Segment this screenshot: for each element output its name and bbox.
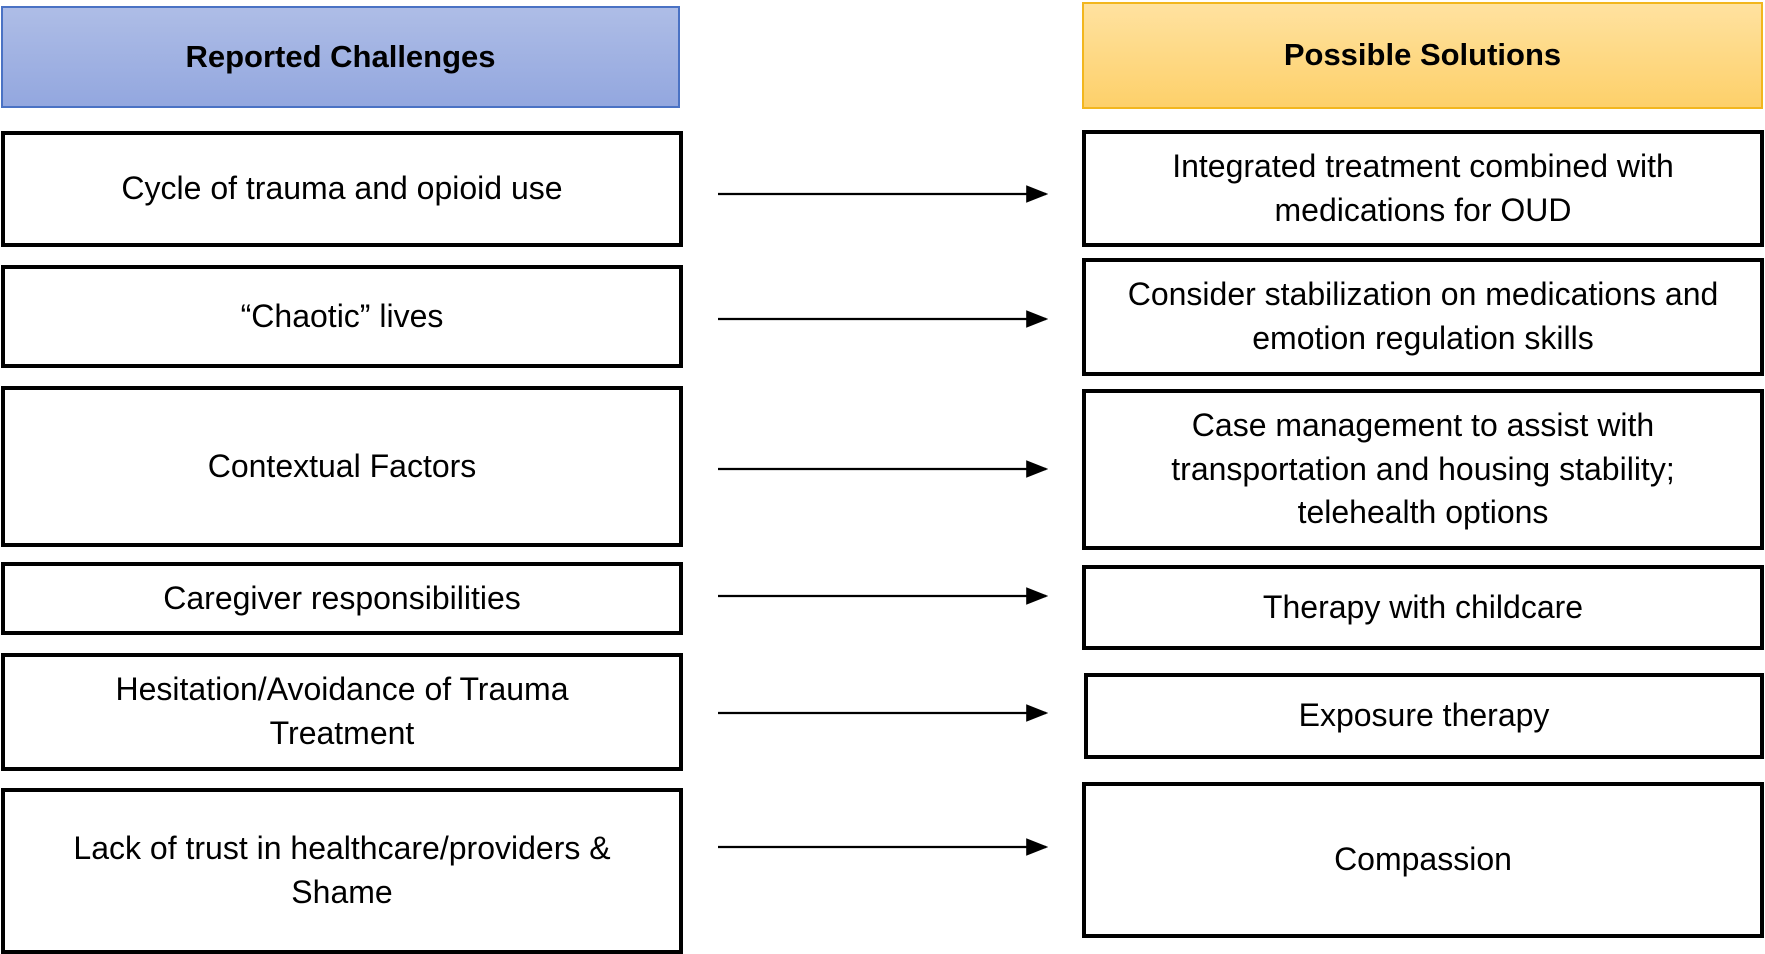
solution-box-1: Integrated treatment combined with medic…	[1082, 130, 1764, 247]
solution-label-6: Compassion	[1334, 841, 1512, 878]
solution-label-4: Therapy with childcare	[1262, 588, 1584, 625]
challenge-label-2: “Chaotic” lives	[240, 297, 444, 334]
solution-box-2: Consider stabilization on medications an…	[1082, 258, 1764, 376]
reported-challenges-header: Reported Challenges	[1, 6, 680, 108]
solution-label-3: Case management to assist with transport…	[1171, 407, 1675, 531]
challenge-box-5: Hesitation/Avoidance of Trauma Treatment	[1, 653, 683, 771]
solution-box-3: Case management to assist with transport…	[1082, 389, 1764, 550]
solution-box-5: Exposure therapy	[1084, 673, 1764, 759]
solution-label-5: Exposure therapy	[1298, 697, 1550, 734]
solution-label-1: Integrated treatment combined with medic…	[1172, 147, 1674, 228]
challenge-box-2: “Chaotic” lives	[1, 265, 683, 368]
solution-box-6: Compassion	[1082, 782, 1764, 938]
challenge-label-5: Hesitation/Avoidance of Trauma Treatment	[115, 671, 569, 751]
possible-solutions-header-label: Possible Solutions	[1283, 37, 1562, 73]
challenge-box-3: Contextual Factors	[1, 386, 683, 547]
possible-solutions-header: Possible Solutions	[1082, 2, 1763, 109]
reported-challenges-header-label: Reported Challenges	[185, 38, 496, 74]
challenge-label-6: Lack of trust in healthcare/providers & …	[73, 830, 611, 910]
challenge-label-3: Contextual Factors	[207, 447, 477, 484]
challenge-label-1: Cycle of trauma and opioid use	[121, 170, 563, 207]
solution-label-2: Consider stabilization on medications an…	[1127, 276, 1719, 356]
challenge-box-4: Caregiver responsibilities	[1, 562, 683, 635]
solution-box-4: Therapy with childcare	[1082, 565, 1764, 650]
challenge-box-6: Lack of trust in healthcare/providers & …	[1, 788, 683, 954]
challenge-label-4: Caregiver responsibilities	[163, 579, 521, 616]
challenge-box-1: Cycle of trauma and opioid use	[1, 131, 683, 247]
